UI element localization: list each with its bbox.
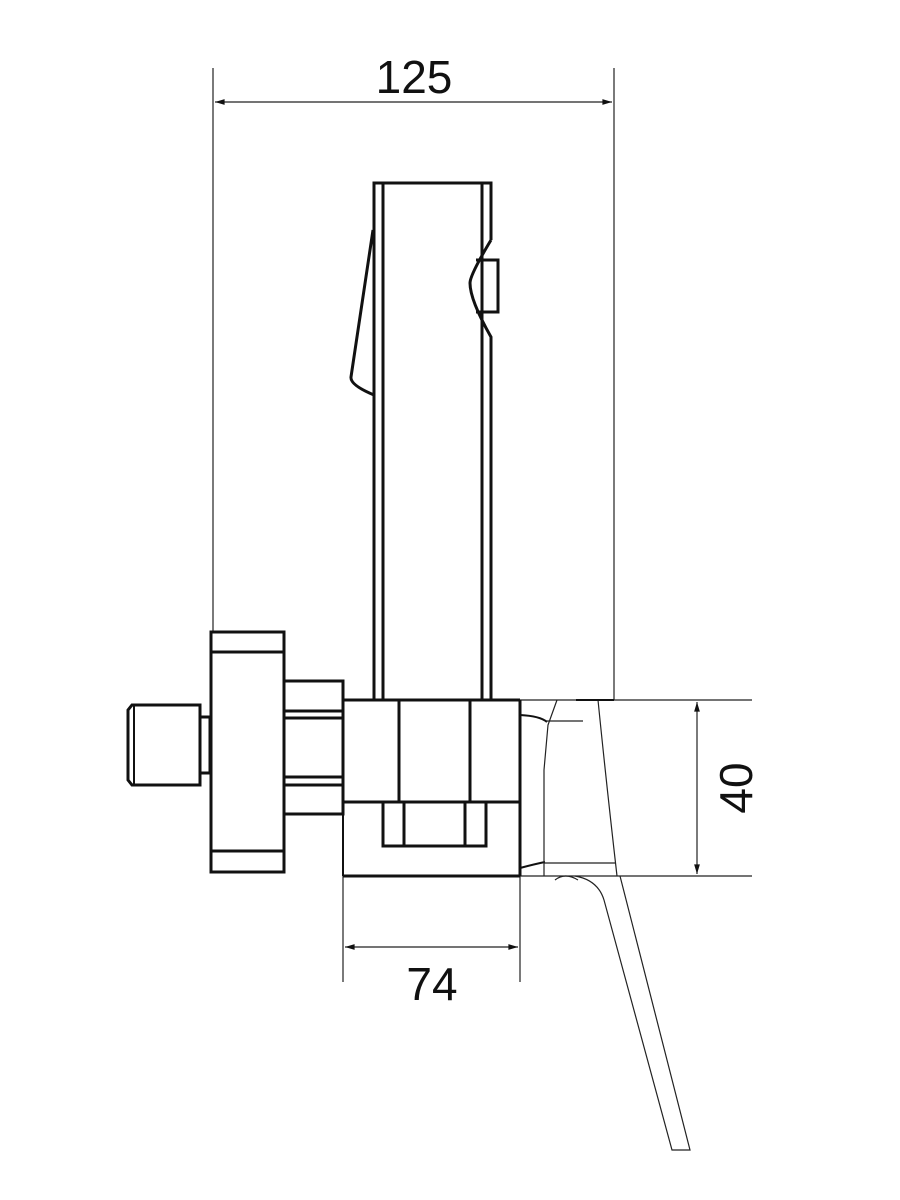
wall-flange — [209, 630, 286, 874]
connector-collar — [282, 679, 345, 816]
dimension-74: 74 — [342, 876, 521, 1010]
dimension-40: 40 — [520, 699, 762, 877]
dimension-label-40: 40 — [710, 762, 762, 813]
dimension-125: 125 — [212, 51, 615, 700]
dimension-label-125: 125 — [376, 51, 453, 103]
trigger-lever — [349, 229, 375, 397]
valve-body — [341, 698, 522, 878]
spray-button — [476, 258, 500, 314]
valve-cap — [126, 703, 212, 787]
dimension-label-74: 74 — [406, 958, 457, 1010]
hand-shower-head — [349, 181, 500, 700]
mixer-lever — [519, 699, 691, 1151]
